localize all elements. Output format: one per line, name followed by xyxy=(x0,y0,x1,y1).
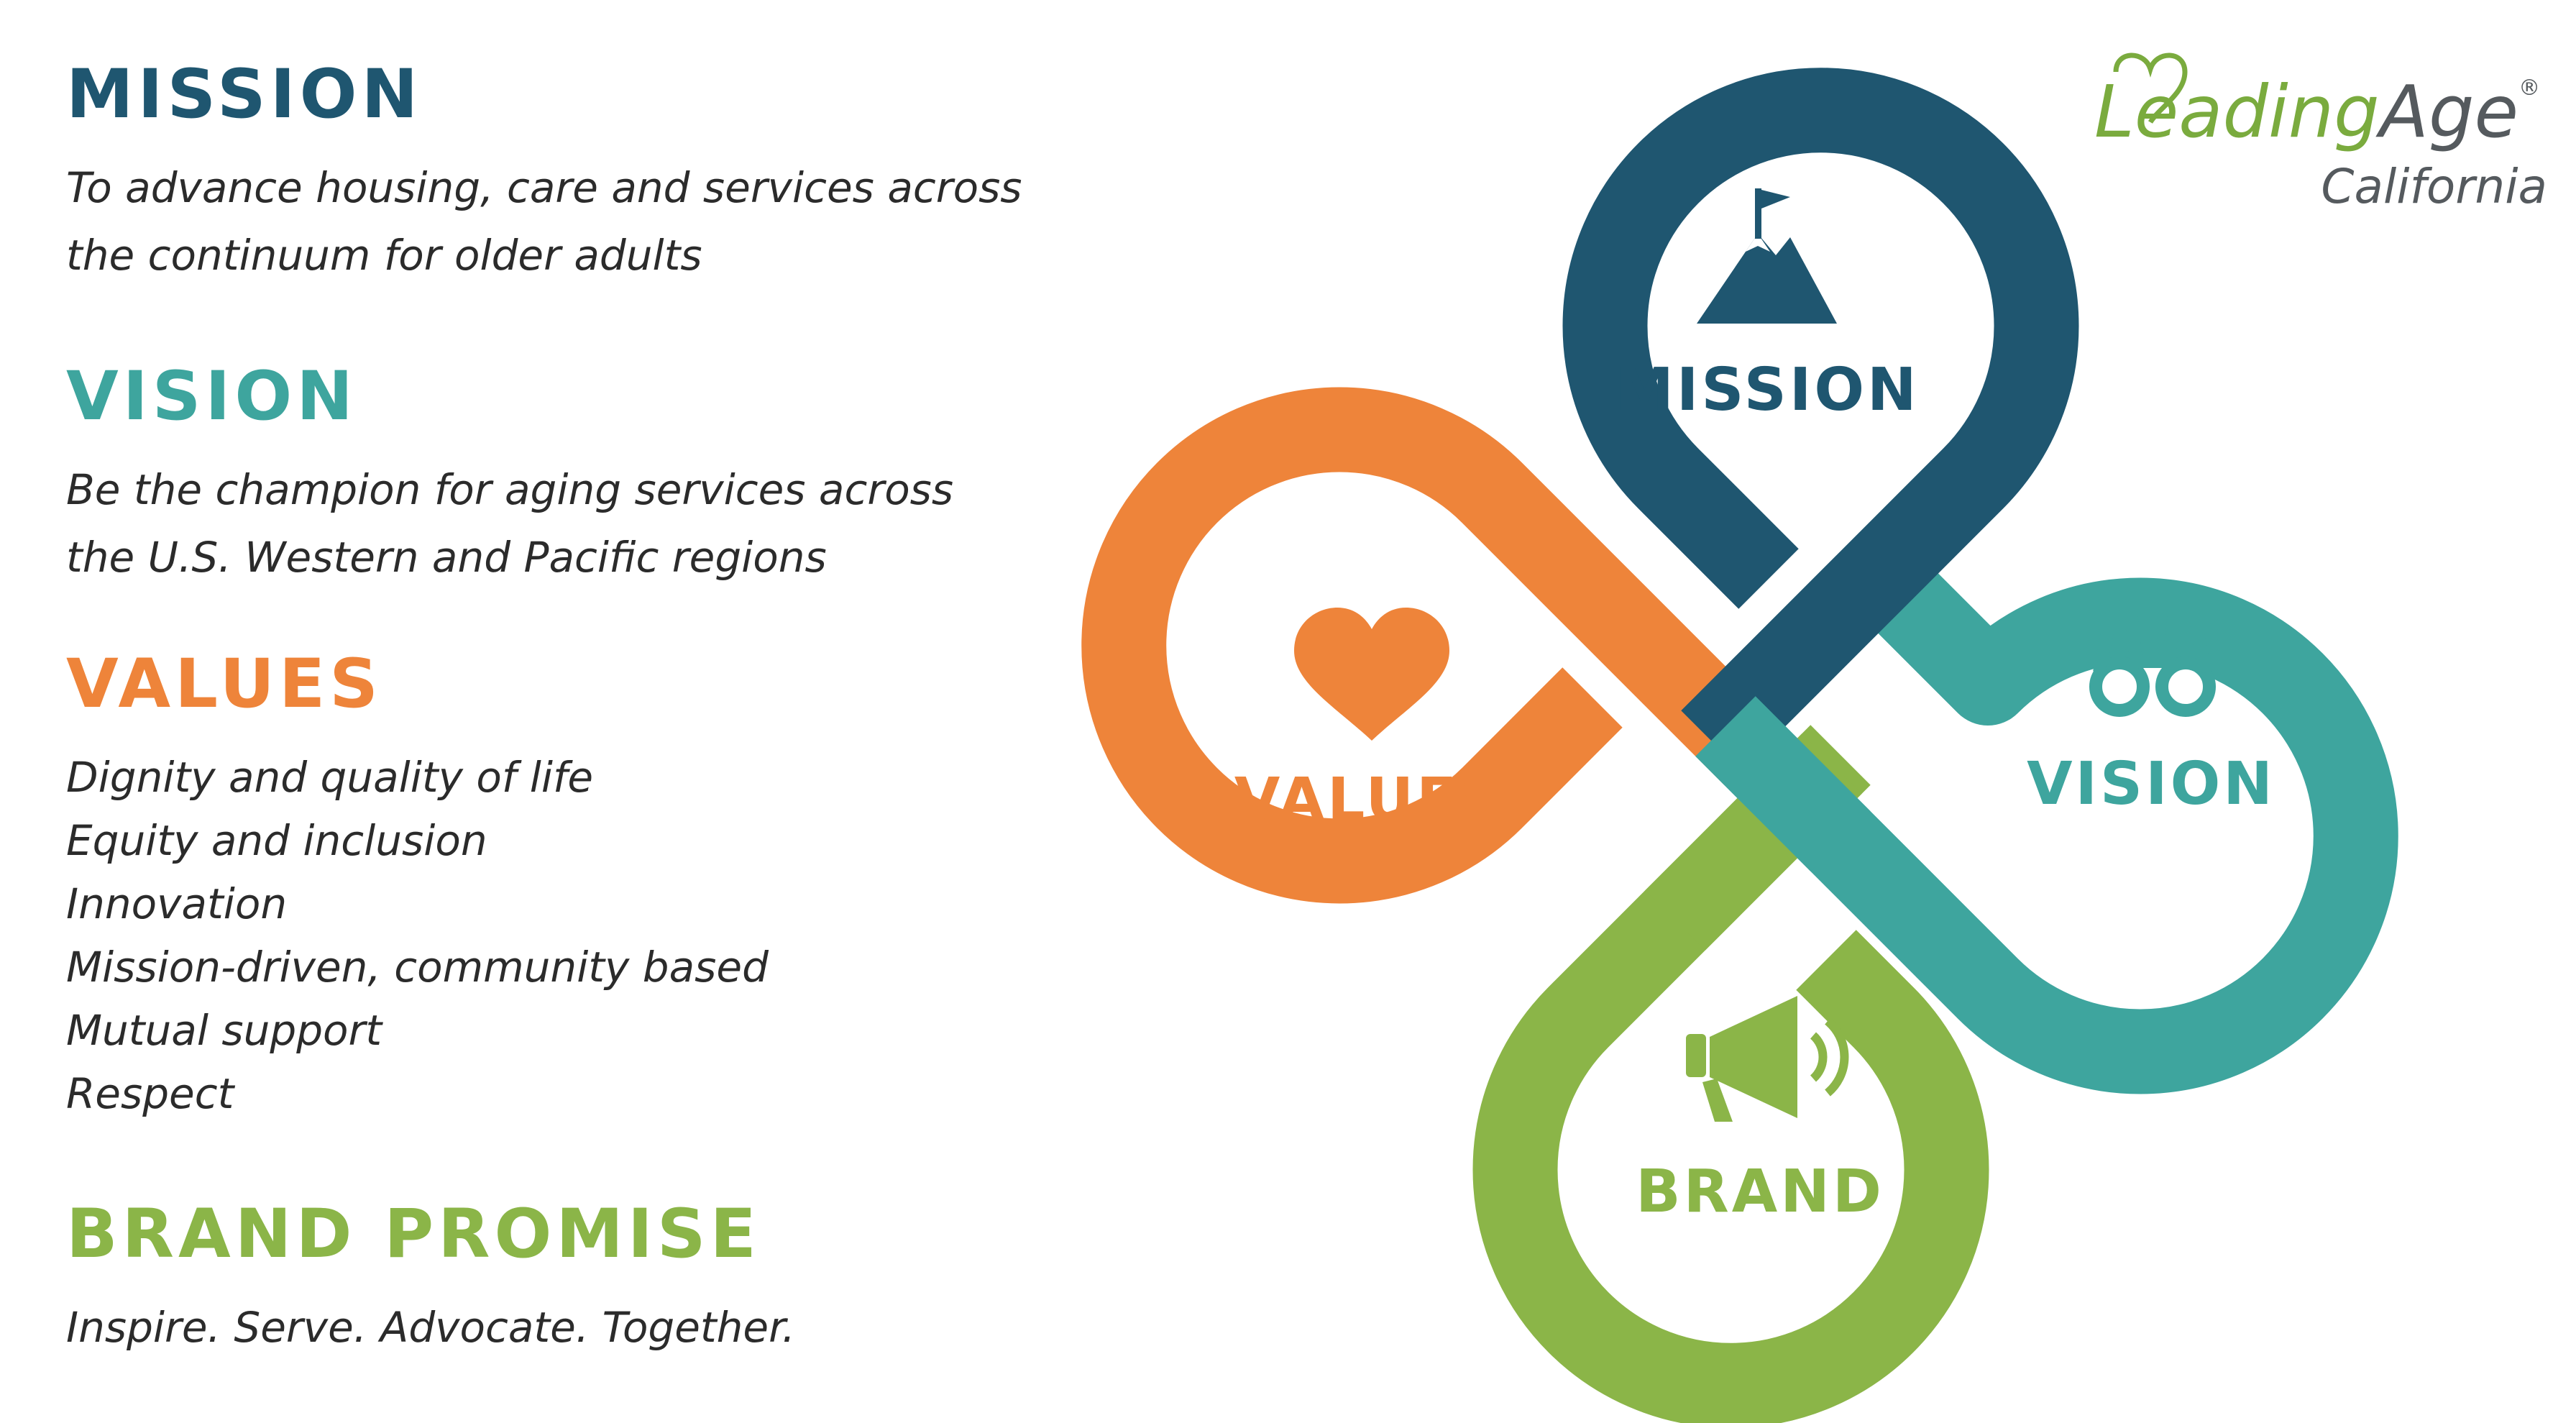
vision-text-line-1: Be the champion for aging services acros… xyxy=(66,465,954,514)
values-item: Innovation xyxy=(66,879,288,928)
mission-text-line-1: To advance housing, care and services ac… xyxy=(66,163,1022,212)
mission-loop xyxy=(1562,68,2079,771)
values-item: Mission-driven, community based xyxy=(66,943,769,992)
logo-region-text: California xyxy=(2321,159,2547,214)
values-heading: VALUES xyxy=(66,645,382,723)
logo-leading-text: Leading xyxy=(2094,70,2380,154)
mission-heading: MISSION xyxy=(66,55,423,134)
values-loop xyxy=(1081,387,1784,904)
diagram-mission-label: MISSION xyxy=(1615,356,1919,424)
vision-loop-crossing xyxy=(1695,696,1871,871)
vision-heading: VISION xyxy=(66,357,357,436)
mountain-flag-icon xyxy=(1697,188,1837,324)
diagram-vision-label: VISION xyxy=(2027,750,2275,818)
heart-icon xyxy=(1294,608,1449,741)
logo-heart-icon xyxy=(2113,52,2188,124)
brand-promise-text: Inspire. Serve. Advocate. Together. xyxy=(66,1303,796,1352)
logo-registered-mark: ® xyxy=(2518,76,2540,101)
vision-text-line-2: the U.S. Western and Pacific regions xyxy=(66,533,827,582)
megaphone-icon xyxy=(1686,996,1849,1122)
values-item: Dignity and quality of life xyxy=(66,753,594,802)
leadingage-california-logo: LeadingAge® California xyxy=(2094,52,2547,214)
four-loop-diagram: MISSION VISION VALUES BRAND xyxy=(1081,68,2398,1423)
binoculars-icon xyxy=(2089,612,2216,717)
brand-loop xyxy=(1472,725,1989,1423)
logo-age-text: Age xyxy=(2375,70,2518,154)
diagram-values-label: VALUES xyxy=(1234,766,1505,834)
values-item: Equity and inclusion xyxy=(66,816,487,865)
mission-text-line-2: the continuum for older adults xyxy=(66,231,702,280)
values-item: Mutual support xyxy=(66,1006,382,1055)
brand-promise-heading: BRAND PROMISE xyxy=(66,1195,761,1273)
diagram-brand-label: BRAND xyxy=(1636,1158,1884,1226)
svg-text:LeadingAge®: LeadingAge® xyxy=(2094,70,2540,154)
values-item: Respect xyxy=(66,1069,234,1118)
